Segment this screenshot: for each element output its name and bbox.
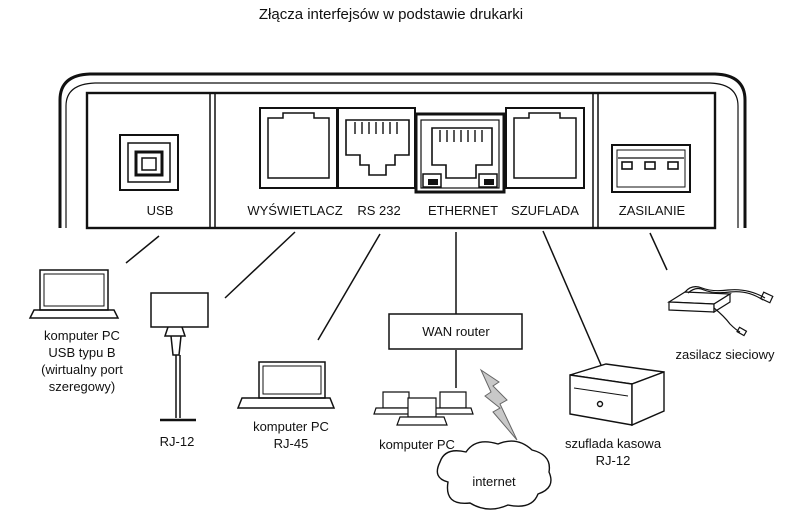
caption-pc-usb-line: USB typu B [48,345,116,360]
power-adapter-icon [667,286,774,337]
drawer-rj12-port-icon [505,107,585,189]
internet-label: internet [472,474,516,489]
port-label-ethernet: ETHERNET [427,203,499,218]
caption-cash-drawer: szuflada kasowa RJ-12 [565,435,661,469]
caption-pc-rj45: komputer PC RJ-45 [253,418,329,452]
laptop-usb-icon [28,269,120,319]
port-label-usb: USB [146,203,174,218]
caption-pc-usb-line: szeregowy) [48,379,116,394]
router-box [388,313,523,350]
diagram-title: Złącza interfejsów w podstawie drukarki [258,6,524,23]
caption-pc-rj45-line: RJ-45 [273,436,309,451]
caption-display-rj12: RJ-12 [159,434,195,449]
caption-pc-usb-line: komputer PC [44,328,120,343]
router-label: WAN router [422,324,490,339]
port-label-display: WYŚWIETLACZ [247,203,343,218]
port-label-rs232: RS 232 [357,203,401,218]
caption-pc-usb: komputer PC USB typu B (wirtualny port s… [41,327,123,395]
caption-cash-drawer-line: szuflada kasowa [564,436,662,451]
laptop-rj45-icon [236,361,336,409]
usb-port-icon [119,134,179,191]
network-computers-icon [373,391,474,426]
internet-cloud-icon [436,440,552,510]
wireless-bolt-icon [479,368,518,441]
printer-base [58,72,747,230]
customer-display-icon [150,292,209,422]
caption-cash-drawer-line: RJ-12 [595,453,631,468]
port-label-power: ZASILANIE [618,203,686,218]
port-label-drawer: SZUFLADA [511,203,579,218]
ethernet-port-icon [414,112,506,194]
caption-power-adapter: zasilacz sieciowy [675,347,775,362]
caption-pc-network: komputer PC [379,437,455,452]
caption-pc-rj45-line: komputer PC [253,419,329,434]
cash-drawer-icon [569,363,665,427]
display-rj12-port-icon [259,107,338,189]
rs232-port-icon [337,107,416,189]
caption-pc-usb-line: (wirtualny port [41,362,123,377]
connection-lines [125,230,668,388]
power-socket-icon [611,144,691,193]
